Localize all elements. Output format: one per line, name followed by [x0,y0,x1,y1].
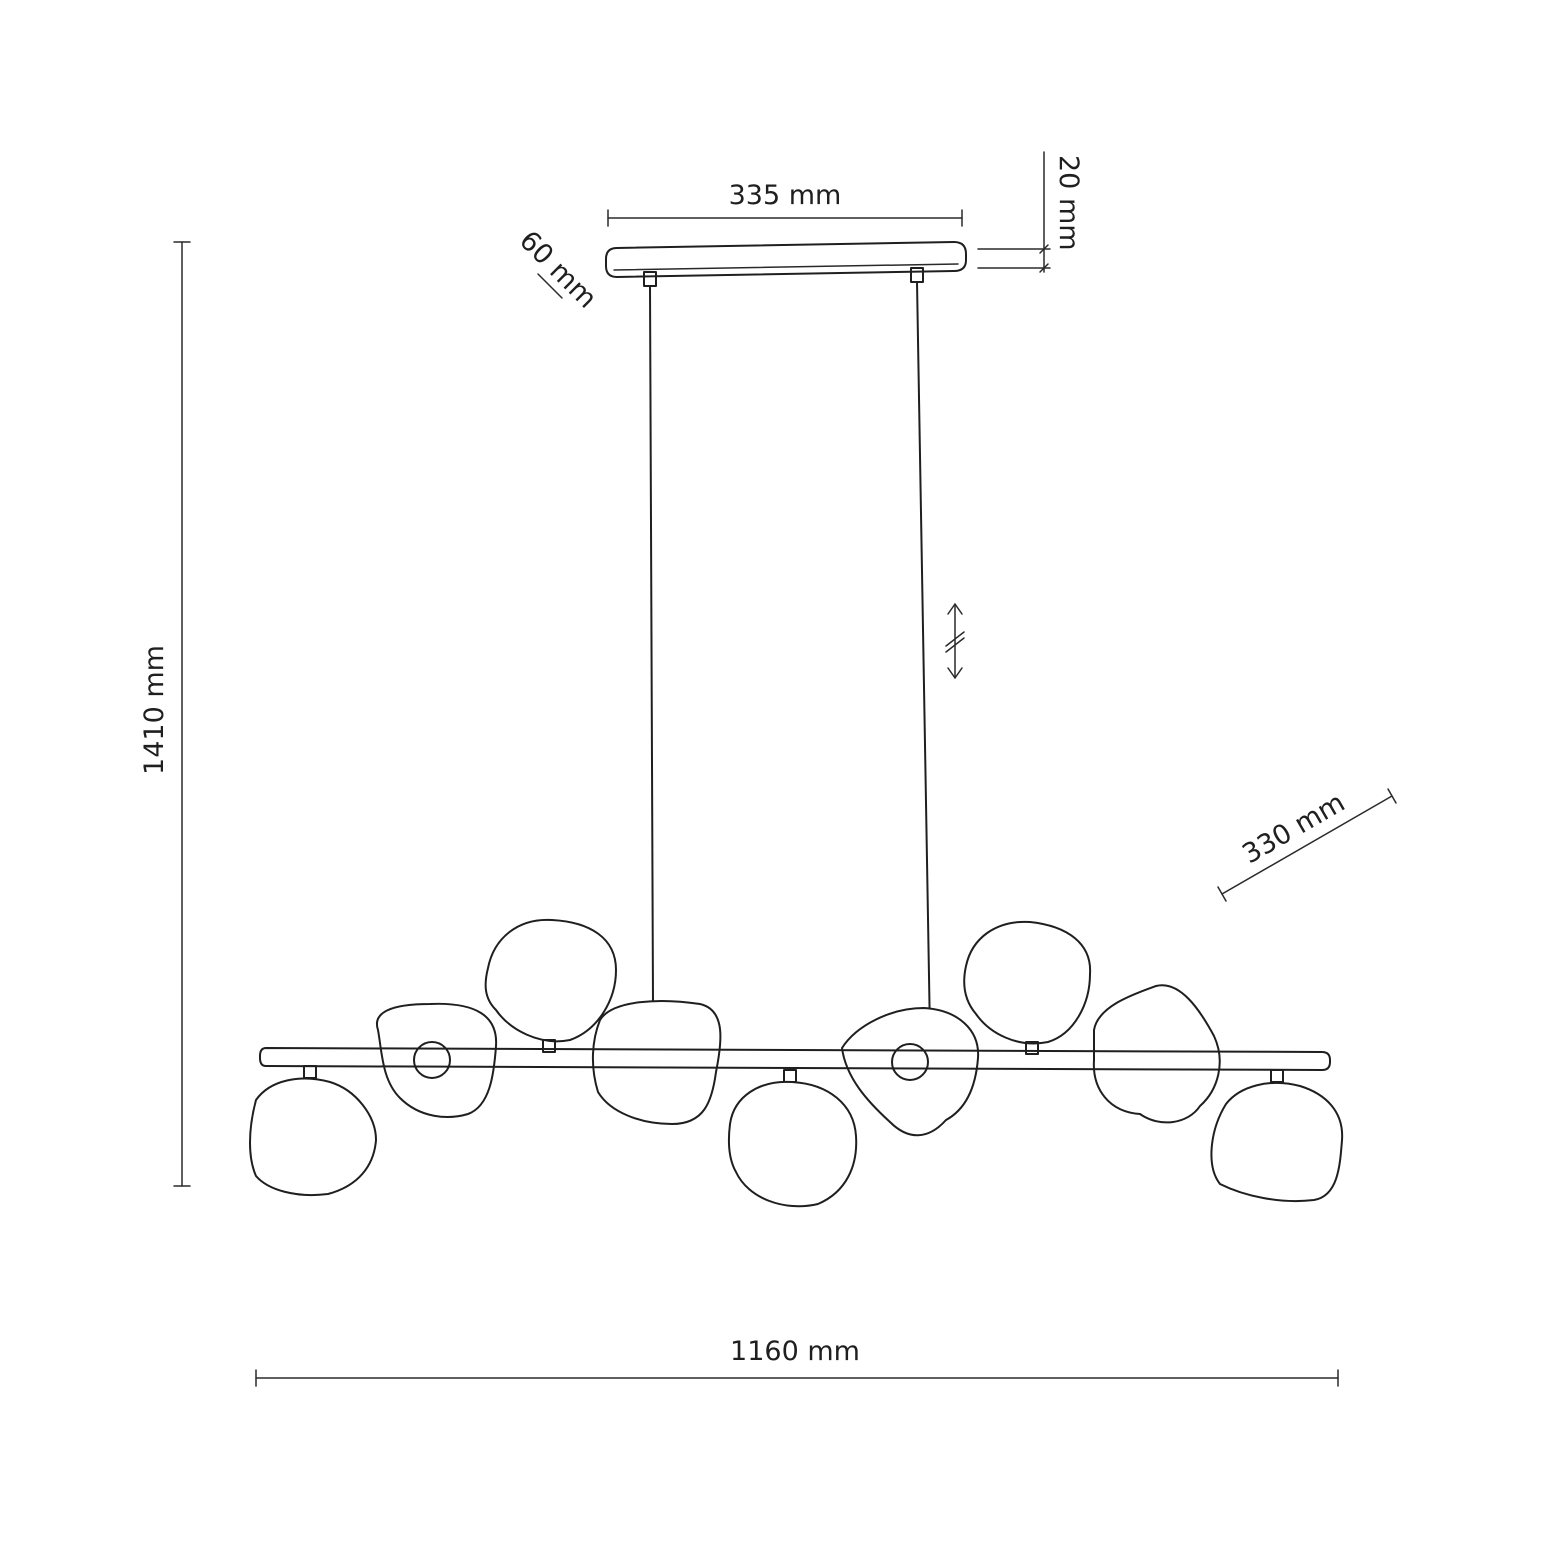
lower-left-socket [303,1065,317,1079]
glass-shade-back-2 [591,1000,722,1125]
dimension-total-height: 1410 mm [139,241,191,1187]
glass-shade-upper-left [484,918,617,1043]
lower-middle-socket [783,1069,797,1083]
dimension-canopy-depth: 60 mm [513,225,602,314]
upper-left-socket [542,1039,556,1053]
shade-socket-1 [413,1041,451,1079]
shade-socket-3 [891,1043,929,1081]
left-suspension-cable [649,285,654,1003]
right-cable-clamp [910,267,924,283]
dimension-canopy-height: 20 mm [977,151,1084,273]
shade-depth-label: 330 mm [1237,787,1350,870]
double-arrow-cut-icon [945,602,965,680]
glass-shade-lower-left [249,1077,377,1196]
glass-shade-lower-right [1210,1081,1344,1203]
glass-shade-back-3 [841,1007,980,1137]
glass-shade-back-1 [375,1002,498,1118]
glass-shade-back-4 [1092,984,1221,1124]
horizontal-bar [259,1047,1331,1071]
dimension-canopy-length: 335 mm [607,180,963,227]
glass-shade-upper-right [963,920,1092,1045]
total-height-label: 1410 mm [139,645,170,775]
canopy-height-label: 20 mm [1053,155,1084,251]
upper-right-socket [1025,1041,1039,1055]
lower-right-socket [1270,1069,1284,1083]
left-cable-clamp [643,271,657,287]
dimension-shade-depth: 330 mm [1217,787,1397,902]
total-width-label: 1160 mm [730,1336,860,1367]
ceiling-canopy [605,241,967,287]
canopy-length-label: 335 mm [729,180,842,211]
glass-shade-lower-middle [727,1080,858,1208]
right-suspension-cable [916,281,931,1035]
dimension-total-width: 1160 mm [255,1336,1339,1387]
canopy-depth-label: 60 mm [513,225,602,314]
